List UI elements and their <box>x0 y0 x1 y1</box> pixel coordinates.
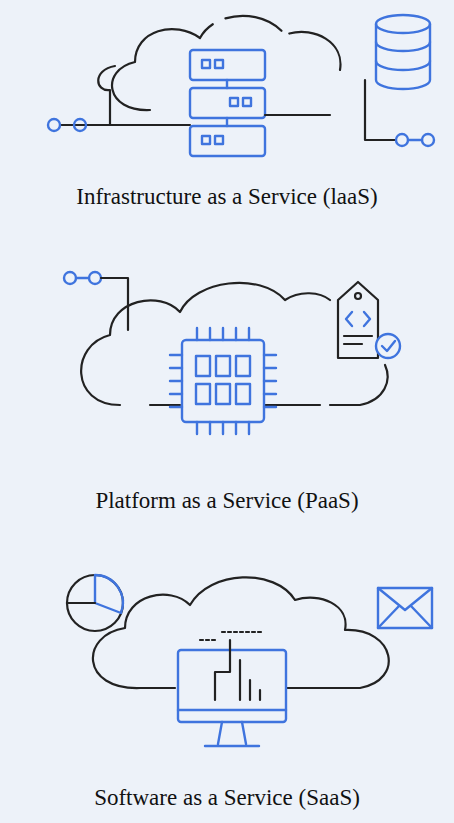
caption-label: Software as a Service (SaaS) <box>94 785 360 811</box>
paas-icon <box>64 272 400 434</box>
saas-icon <box>67 575 432 746</box>
caption-label: Infrastructure as a Service (laaS) <box>76 184 377 210</box>
iaas-icon <box>48 15 434 156</box>
caption-label: Platform as a Service (PaaS) <box>95 488 358 514</box>
